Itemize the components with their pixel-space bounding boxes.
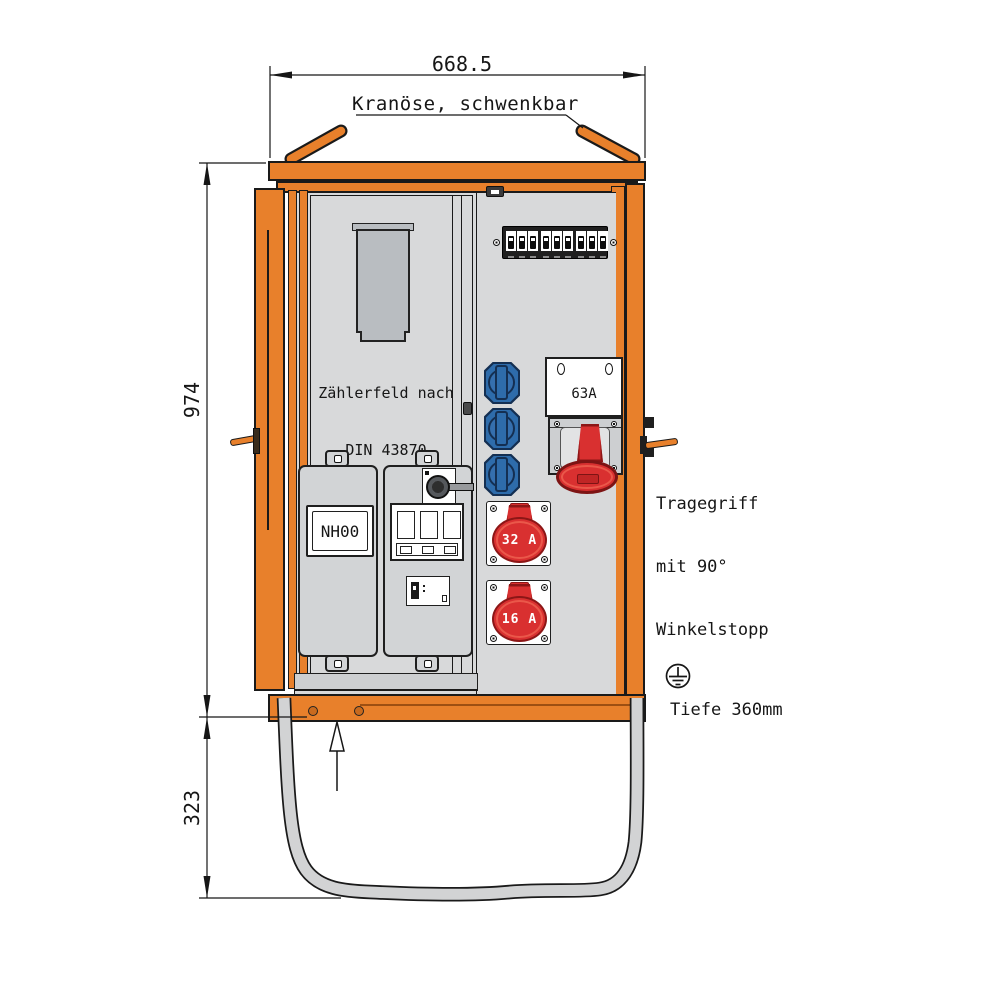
schuko-socket [484, 454, 520, 496]
schuko-lid [495, 411, 508, 446]
rotary-switch-knob [426, 475, 450, 499]
schuko-column [484, 362, 520, 498]
breaker-row [502, 226, 608, 259]
cable-entry-arrow-icon [329, 721, 345, 791]
schuko-socket [484, 408, 520, 450]
earth-symbol-icon [665, 663, 691, 689]
arrowhead [203, 163, 211, 185]
outlet-63a-lid [556, 460, 618, 494]
arrowhead [203, 695, 211, 717]
breaker-toggle [508, 236, 514, 249]
fuse-block [390, 503, 464, 561]
right-door-hinge-top [644, 417, 654, 428]
breaker-toggle [578, 236, 584, 249]
nh00-box: NH00 [306, 505, 374, 557]
module-tab [325, 450, 349, 467]
crane-eye-right-icon [575, 124, 641, 166]
interior-bottom-line [294, 689, 478, 691]
nh00-label: NH00 [320, 521, 360, 541]
breaker-module [506, 231, 516, 258]
outlet-16a-lid: 16 A [492, 596, 547, 642]
crane-label: Kranöse, schwenkbar [352, 93, 579, 115]
arrowhead [203, 717, 211, 739]
breaker-toggle [565, 236, 571, 249]
breaker-toggle [543, 236, 549, 249]
cable-gland [354, 706, 364, 716]
breaker-toggle [600, 236, 606, 249]
carry-handle-note: Tragegriff mit 90° Winkelstopp [656, 494, 769, 640]
breaker-module [528, 231, 538, 258]
dimension-stand-lines [199, 717, 341, 899]
meter-field-label: Zählerfeld nach DIN 43870 [318, 384, 454, 459]
cable-gland [308, 706, 318, 716]
breaker-screw-left [493, 239, 500, 246]
breaker-module [563, 231, 573, 258]
outlet-63a-plate: 63A [545, 357, 623, 417]
outlet-63a-hood [577, 424, 603, 462]
meter-door-edge [452, 195, 462, 690]
breaker-toggle [589, 236, 595, 249]
arrowhead [270, 71, 292, 79]
depth-label: Tiefe 360mm [670, 700, 783, 720]
right-door-hinge-bottom [644, 446, 654, 457]
outlet-32a-lid: 32 A [492, 517, 547, 563]
outlet-16a-label: 16 A [501, 611, 538, 627]
arrowhead [623, 71, 645, 79]
tubular-stand [276, 697, 645, 902]
panel-top-latch [486, 186, 504, 197]
dimension-width-lines [269, 66, 646, 158]
breaker-module [598, 231, 608, 258]
dimension-stand-label: 323 [180, 789, 204, 827]
breaker-module [587, 231, 597, 258]
dimension-height-label: 974 [180, 381, 204, 419]
schuko-lid [495, 457, 508, 492]
meter-window-foot [360, 331, 406, 342]
breaker-module [552, 231, 562, 258]
left-door-frame-strip-1 [288, 190, 297, 689]
slot-hole [605, 363, 613, 375]
carry-handle-bracket [640, 436, 647, 454]
outlet-16a: 16 A [486, 580, 551, 645]
schuko-lid [495, 365, 508, 400]
cabinet-base [268, 694, 646, 722]
breaker-toggle [554, 236, 560, 249]
schuko-socket [484, 362, 520, 404]
breaker-module [576, 231, 586, 258]
breaker-toggle [530, 236, 536, 249]
left-door-handle-bracket [253, 428, 260, 454]
arrowhead [203, 876, 211, 898]
breaker-module [541, 231, 551, 258]
breaker-module [517, 231, 527, 258]
nh-fuse-module [298, 465, 378, 657]
outlet-32a: 32 A [486, 501, 551, 566]
door-latch-middle [463, 402, 472, 415]
breaker-toggle [519, 236, 525, 249]
dimension-width-label: 668.5 [431, 52, 493, 76]
crane-eye-left-icon [284, 124, 348, 166]
outlet-63a-label: 63A [571, 386, 597, 402]
outlet-32a-label: 32 A [501, 532, 538, 548]
dimension-height-lines [199, 162, 307, 718]
cabinet-roof [268, 161, 646, 181]
breaker-screw-right [610, 239, 617, 246]
slot-hole [557, 363, 565, 375]
rating-label-box [406, 576, 450, 606]
crane-label-leader [356, 114, 584, 129]
